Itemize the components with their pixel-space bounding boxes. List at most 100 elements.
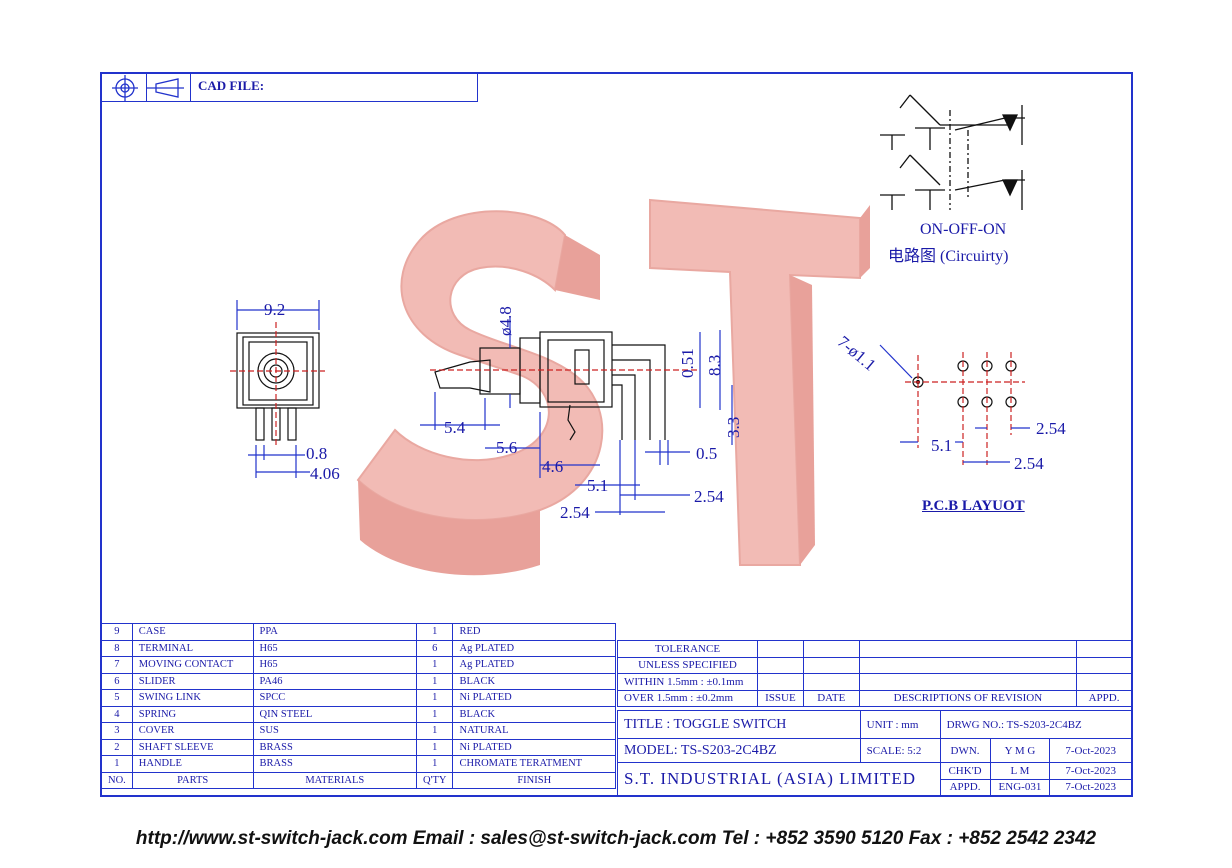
part-name: MOVING CONTACT <box>131 656 254 674</box>
part-finish: RED <box>452 623 616 641</box>
part-finish: BLACK <box>452 705 616 723</box>
appd-value: ENG-031 <box>989 778 1051 796</box>
dim-51-side: 5.1 <box>587 476 609 495</box>
date-header: DATE <box>802 689 860 707</box>
part-qty: 1 <box>415 656 454 674</box>
parts-header-cell: Q'TY <box>415 771 454 789</box>
dwn-value: Y M G <box>989 738 1051 763</box>
part-no: 2 <box>101 738 133 756</box>
chk-label: CHK'D <box>939 762 991 780</box>
part-material: SUS <box>252 722 418 740</box>
part-material: PPA <box>252 623 418 641</box>
part-name: COVER <box>131 722 254 740</box>
part-finish: CHROMATE TERATMENT <box>452 755 616 773</box>
part-qty: 1 <box>415 755 454 773</box>
part-finish: BLACK <box>452 672 616 690</box>
appd-header: APPD. <box>1076 689 1132 707</box>
part-name: HANDLE <box>131 755 254 773</box>
dim-width: 9.2 <box>264 300 286 319</box>
circuit-caption: 电路图 (Circuirty) <box>888 248 1009 265</box>
dim-diameter: ø4.8 <box>496 306 515 336</box>
dim-05: 0.5 <box>696 444 718 463</box>
chk-date: 7-Oct-2023 <box>1049 762 1132 780</box>
pcb-dim-51: 5.1 <box>931 436 953 455</box>
unit-cell: UNIT : mm <box>859 710 941 739</box>
dwn-label: DWN. <box>939 738 991 763</box>
part-qty: 1 <box>415 722 454 740</box>
part-no: 7 <box>101 656 133 674</box>
part-no: 1 <box>101 755 133 773</box>
dim-254-side-b: 2.54 <box>560 503 590 522</box>
parts-header-cell: MATERIALS <box>252 771 418 789</box>
pcb-dim-254-a: 2.54 <box>1036 419 1066 438</box>
projection-cone-icon <box>146 78 184 98</box>
parts-header-cell: FINISH <box>452 771 616 789</box>
chk-value: L M <box>989 762 1051 780</box>
dim-83: 8.3 <box>705 354 724 376</box>
dim-pin-span: 4.06 <box>310 464 340 483</box>
parts-header-cell: NO. <box>101 771 133 789</box>
part-material: QIN STEEL <box>252 705 418 723</box>
contact-footer: http://www.st-switch-jack.com Email : sa… <box>135 828 1097 849</box>
dim-254-side-a: 2.54 <box>694 487 724 506</box>
part-no: 8 <box>101 639 133 657</box>
projection-cone-cell <box>147 73 191 101</box>
projection-symbol-cell <box>101 73 147 101</box>
company-name: S.T. INDUSTRIAL (ASIA) LIMITED <box>617 762 941 796</box>
cad-file-box: CAD FILE: <box>100 72 478 102</box>
part-qty: 1 <box>415 738 454 756</box>
dim-46: 4.6 <box>542 457 564 476</box>
part-qty: 6 <box>415 639 454 657</box>
part-name: TERMINAL <box>131 639 254 657</box>
part-name: SHAFT SLEEVE <box>131 738 254 756</box>
part-name: SLIDER <box>131 672 254 690</box>
part-material: H65 <box>252 656 418 674</box>
dim-56: 5.6 <box>496 438 518 457</box>
part-material: BRASS <box>252 738 418 756</box>
drawing-frame <box>100 72 1133 797</box>
part-name: CASE <box>131 623 254 641</box>
part-material: H65 <box>252 639 418 657</box>
title-block: TITLE : TOGGLE SWITCH UNIT : mm DRWG NO.… <box>617 710 1133 796</box>
part-no: 4 <box>101 705 133 723</box>
cad-file-label: CAD FILE: <box>198 78 265 93</box>
part-qty: 1 <box>415 689 454 707</box>
parts-header-cell: PARTS <box>131 771 254 789</box>
revision-header: DESCRIPTIONS OF REVISION <box>858 689 1078 707</box>
circuit-mode-label: ON-OFF-ON <box>920 221 1007 238</box>
projection-circle-icon <box>112 75 138 101</box>
part-finish: Ni PLATED <box>452 738 616 756</box>
tolerance-line-4: OVER 1.5mm : ±0.2mm <box>617 689 758 707</box>
st-logo-watermark <box>356 198 870 576</box>
tolerance-line-2: UNLESS SPECIFIED <box>617 656 758 674</box>
pcb-layout <box>879 344 1030 465</box>
part-no: 6 <box>101 672 133 690</box>
appd-label: APPD. <box>939 778 991 796</box>
part-material: SPCC <box>252 689 418 707</box>
drawing-title: TITLE : TOGGLE SWITCH <box>617 710 861 739</box>
part-no: 3 <box>101 722 133 740</box>
part-qty: 1 <box>415 672 454 690</box>
pcb-title: P.C.B LAYUOT <box>922 498 1025 514</box>
part-finish: Ag PLATED <box>452 656 616 674</box>
scale-cell: SCALE: 5:2 <box>859 738 941 763</box>
dwn-date: 7-Oct-2023 <box>1049 738 1132 763</box>
dim-54: 5.4 <box>444 418 466 437</box>
model-number: MODEL: TS-S203-2C4BZ <box>617 738 861 763</box>
circuit-diagram <box>880 94 1025 210</box>
tolerance-line-3: WITHIN 1.5mm : ±0.1mm <box>617 673 758 691</box>
part-material: BRASS <box>252 755 418 773</box>
part-name: SPRING <box>131 705 254 723</box>
tolerance-line-1: TOLERANCE <box>617 640 758 658</box>
